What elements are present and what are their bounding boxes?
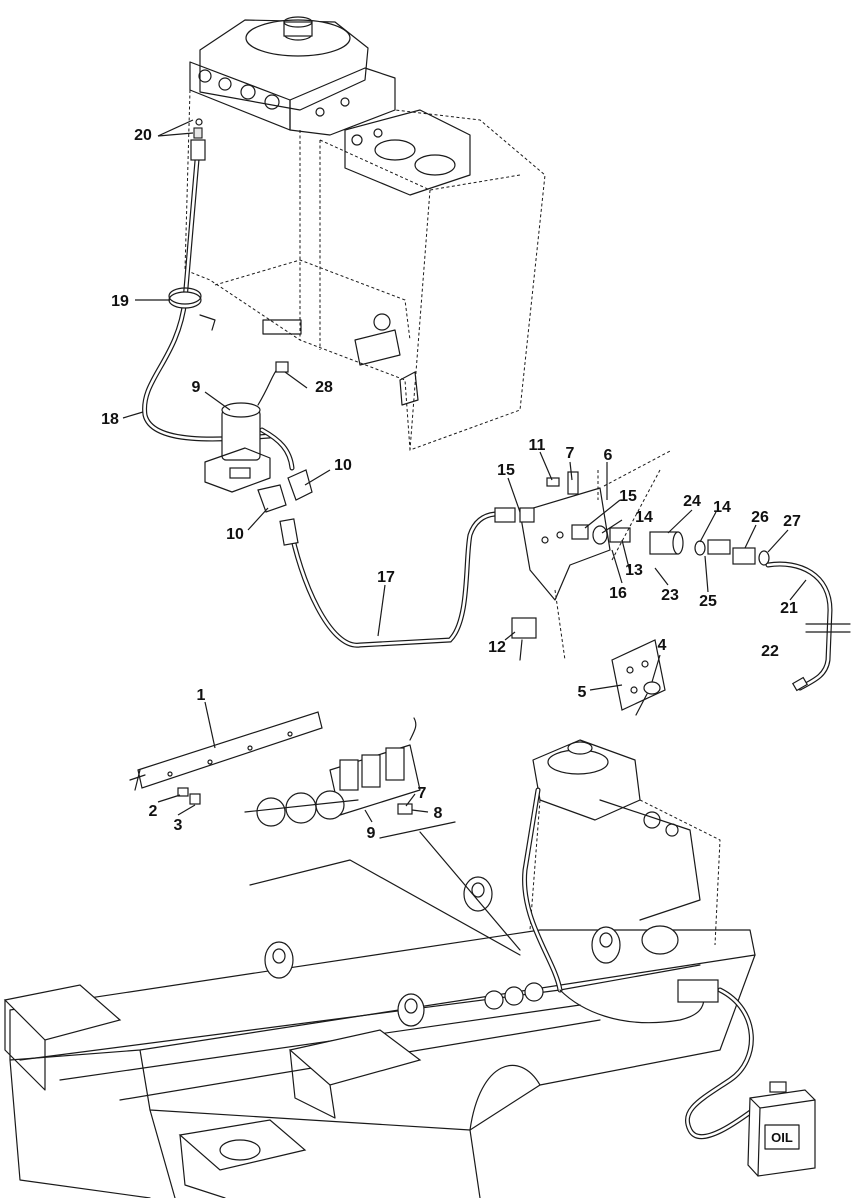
rail-1 <box>129 711 323 805</box>
callout-12: 12 <box>488 639 506 656</box>
chassis-frame <box>3 739 763 1198</box>
callout-14-right: 14 <box>713 499 731 516</box>
callout-23: 23 <box>661 587 679 604</box>
callout-15-left: 15 <box>497 462 515 479</box>
callout-16: 16 <box>609 585 627 602</box>
callout-21: 21 <box>780 600 798 617</box>
callout-10-right: 10 <box>334 457 352 474</box>
callout-19: 19 <box>111 293 129 310</box>
hose-17 <box>279 511 498 648</box>
callout-11: 11 <box>529 437 546 454</box>
callout-28: 28 <box>315 379 333 396</box>
callout-2: 2 <box>149 803 158 820</box>
callout-8: 8 <box>434 805 443 822</box>
tank-housing <box>184 16 546 451</box>
leader-lines <box>122 119 807 823</box>
valve-block-assembly-9 <box>244 717 421 827</box>
callout-5: 5 <box>578 684 587 701</box>
valve-bracket-assembly <box>494 449 851 716</box>
callout-labels: 20 19 18 9 28 10 10 17 15 11 7 6 15 14 1… <box>101 127 801 842</box>
oil-container: OIL <box>747 1081 816 1177</box>
callout-17: 17 <box>377 569 395 586</box>
oil-label: OIL <box>771 1130 793 1145</box>
callout-20: 20 <box>134 127 152 144</box>
callout-10-left: 10 <box>226 526 244 543</box>
callout-7-top: 7 <box>566 445 575 462</box>
callout-1: 1 <box>197 687 206 704</box>
callout-14-left: 14 <box>635 509 653 526</box>
callout-24: 24 <box>683 493 701 510</box>
callout-7-bottom: 7 <box>418 785 427 802</box>
callout-9-top: 9 <box>192 379 201 396</box>
callout-4: 4 <box>658 637 667 654</box>
callout-25: 25 <box>699 593 717 610</box>
callout-6: 6 <box>604 447 613 464</box>
callout-13: 13 <box>625 562 643 579</box>
callout-9-bottom: 9 <box>367 825 376 842</box>
callout-27: 27 <box>783 513 801 530</box>
callout-26: 26 <box>751 509 769 526</box>
callout-18: 18 <box>101 411 119 428</box>
pump-assembly-9 <box>204 361 313 513</box>
callout-3: 3 <box>174 817 183 834</box>
callout-15-right: 15 <box>619 488 637 505</box>
hose-18 <box>142 118 273 442</box>
callout-22: 22 <box>761 643 779 660</box>
